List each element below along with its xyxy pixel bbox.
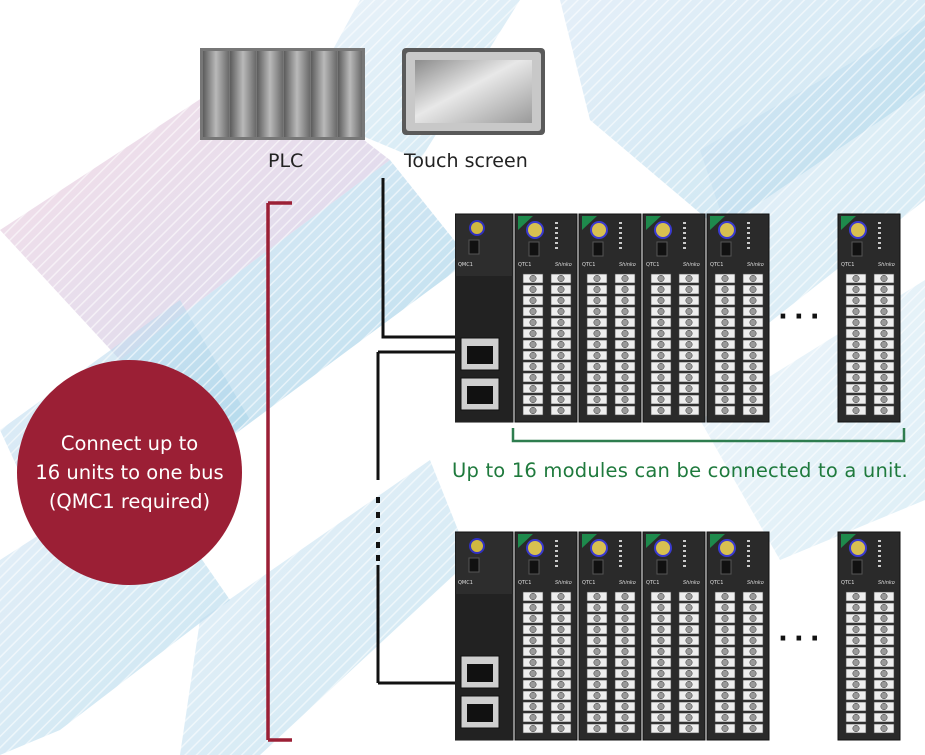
brand-label: Shinko	[683, 262, 700, 268]
touch-screen-icon	[402, 48, 545, 135]
touch-screen-wire	[381, 178, 458, 339]
module-model-label: QTC1	[646, 580, 659, 586]
unit-illustration: QMC1 QTC1 Shinko QTC1 Shinko QTC1 Shinko QTC1 Sh…	[454, 213, 901, 423]
module-model-label: QTC1	[518, 580, 531, 586]
module-model-label: QTC1	[582, 580, 595, 586]
io-module: QTC1 Shinko	[578, 531, 642, 741]
plc-label: PLC	[268, 150, 304, 172]
brand-label: Shinko	[619, 580, 636, 586]
module-model-label: QTC1	[710, 580, 723, 586]
head-model-label: QMC1	[458, 580, 473, 586]
brand-label: Shinko	[747, 580, 764, 586]
io-module: QTC1 Shinko	[514, 213, 578, 423]
brand-label: Shinko	[555, 262, 572, 268]
brand-label: Shinko	[878, 262, 895, 268]
io-module-last: QTC1 Shinko	[837, 531, 901, 741]
brand-label: Shinko	[555, 580, 572, 586]
callout-line-3: (QMC1 required)	[48, 490, 211, 513]
brand-label: Shinko	[878, 580, 895, 586]
io-module: QTC1 Shinko	[642, 531, 706, 741]
more-modules-ellipsis: ···	[778, 302, 826, 332]
module-model-label: QTC1	[646, 262, 659, 268]
plc-icon	[200, 48, 365, 140]
module-model-label: QTC1	[518, 262, 531, 268]
head-module: QMC1	[454, 213, 514, 423]
io-module-last: QTC1 Shinko	[837, 213, 901, 423]
io-module: QTC1 Shinko	[642, 213, 706, 423]
module-model-label: QTC1	[841, 262, 854, 268]
head-module: QMC1	[454, 531, 514, 741]
controller-unit: QMC1 QTC1 Shinko QTC1 Shinko QTC1 Shinko QTC1 Sh…	[454, 526, 910, 741]
callout-line-1: Connect up to	[60, 432, 199, 455]
module-model-label: QTC1	[841, 580, 854, 586]
touch-screen-label: Touch screen	[404, 150, 528, 172]
brand-label: Shinko	[683, 580, 700, 586]
head-model-label: QMC1	[458, 262, 473, 268]
io-module: QTC1 Shinko	[706, 213, 770, 423]
io-module: QTC1 Shinko	[514, 531, 578, 741]
io-module: QTC1 Shinko	[578, 213, 642, 423]
module-bracket	[511, 428, 906, 443]
bus-bracket	[266, 201, 292, 742]
bus-callout: Connect up to 16 units to one bus (QMC1 …	[17, 360, 242, 585]
callout-line-2: 16 units to one bus	[35, 461, 224, 484]
unit-illustration: QMC1 QTC1 Shinko QTC1 Shinko QTC1 Shinko QTC1 Sh…	[454, 531, 901, 741]
module-model-label: QTC1	[582, 262, 595, 268]
module-caption: Up to 16 modules can be connected to a u…	[452, 459, 908, 482]
module-model-label: QTC1	[710, 262, 723, 268]
io-module: QTC1 Shinko	[706, 531, 770, 741]
brand-label: Shinko	[619, 262, 636, 268]
brand-label: Shinko	[747, 262, 764, 268]
controller-unit: QMC1 QTC1 Shinko QTC1 Shinko QTC1 Shinko QTC1 Sh…	[454, 208, 910, 423]
more-modules-ellipsis: ···	[778, 624, 826, 654]
